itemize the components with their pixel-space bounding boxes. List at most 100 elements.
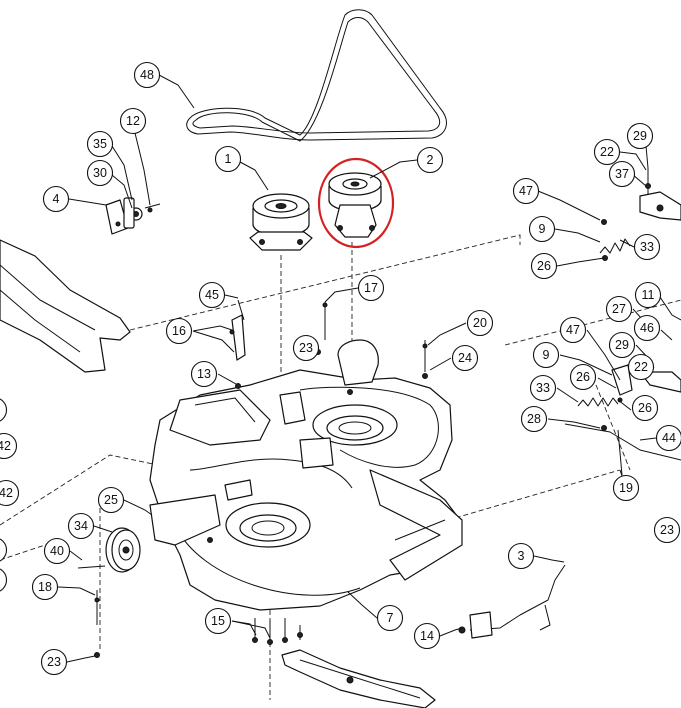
callout-26c[interactable]: 26 xyxy=(631,394,659,422)
callout-30[interactable]: 30 xyxy=(86,159,114,187)
svg-text:37: 37 xyxy=(615,167,629,181)
left-upper-bracket[interactable] xyxy=(229,299,246,361)
svg-text:23: 23 xyxy=(299,341,313,355)
callout-22a[interactable]: 22 xyxy=(593,138,621,166)
callout-12[interactable]: 12 xyxy=(119,107,147,135)
callout-27[interactable]: 27 xyxy=(605,295,633,323)
spindle-assembly[interactable] xyxy=(317,157,395,249)
callout-48[interactable]: 48 xyxy=(133,61,161,89)
svg-text:46: 46 xyxy=(640,321,654,335)
edge-callout-fragments xyxy=(0,398,8,592)
callout-26a[interactable]: 26 xyxy=(530,252,558,280)
svg-text:29: 29 xyxy=(633,129,647,143)
callout-23c[interactable]: 23 xyxy=(653,516,681,544)
callout-46[interactable]: 46 xyxy=(633,314,661,342)
callout-11[interactable]: 11 xyxy=(634,281,662,309)
svg-text:44: 44 xyxy=(662,431,676,445)
svg-text:14: 14 xyxy=(420,629,434,643)
callout-17[interactable]: 17 xyxy=(357,274,385,302)
callout-33a[interactable]: 33 xyxy=(633,233,661,261)
left-rods[interactable] xyxy=(94,590,100,658)
svg-text:4: 4 xyxy=(53,192,60,206)
callout-25[interactable]: 25 xyxy=(97,486,125,514)
highlight-ring xyxy=(317,157,395,249)
callout-26b[interactable]: 26 xyxy=(569,363,597,391)
svg-text:22: 22 xyxy=(600,145,614,159)
spring-upper[interactable] xyxy=(599,219,631,261)
svg-text:23: 23 xyxy=(47,655,61,669)
callout-42a[interactable]: 42 xyxy=(0,432,18,460)
svg-text:9: 9 xyxy=(543,348,550,362)
left-bracket-parts[interactable] xyxy=(105,197,161,235)
svg-text:28: 28 xyxy=(527,412,541,426)
callout-42b[interactable]: 42 xyxy=(0,479,20,507)
callout-29a[interactable]: 29 xyxy=(626,122,654,150)
callout-15[interactable]: 15 xyxy=(204,607,232,635)
callout-34[interactable]: 34 xyxy=(67,512,95,540)
svg-text:15: 15 xyxy=(211,614,225,628)
callout-9b[interactable]: 9 xyxy=(532,341,560,369)
callout-13[interactable]: 13 xyxy=(190,360,218,388)
callout-47b[interactable]: 47 xyxy=(559,316,587,344)
callout-23a[interactable]: 23 xyxy=(292,334,320,362)
svg-text:34: 34 xyxy=(74,519,88,533)
deck-rods[interactable] xyxy=(235,302,428,389)
svg-text:35: 35 xyxy=(93,137,107,151)
callout-37[interactable]: 37 xyxy=(608,160,636,188)
callout-2[interactable]: 2 xyxy=(416,146,444,174)
svg-text:42: 42 xyxy=(0,439,11,453)
svg-text:20: 20 xyxy=(473,316,487,330)
callout-28[interactable]: 28 xyxy=(520,405,548,433)
callout-1[interactable]: 1 xyxy=(214,145,242,173)
callout-4[interactable]: 4 xyxy=(42,185,70,213)
callout-14[interactable]: 14 xyxy=(413,622,441,650)
svg-text:24: 24 xyxy=(458,351,472,365)
svg-text:23: 23 xyxy=(660,523,674,537)
svg-text:25: 25 xyxy=(104,493,118,507)
callout-3[interactable]: 3 xyxy=(507,542,535,570)
callout-19[interactable]: 19 xyxy=(612,474,640,502)
svg-text:47: 47 xyxy=(566,323,580,337)
right-upper-bracket[interactable] xyxy=(639,168,681,221)
callout-29b[interactable]: 29 xyxy=(608,331,636,359)
mower-deck[interactable] xyxy=(149,339,463,611)
svg-text:48: 48 xyxy=(140,68,154,82)
leader-lines xyxy=(57,74,681,663)
lift-rod[interactable] xyxy=(458,564,566,639)
callout-40[interactable]: 40 xyxy=(43,537,71,565)
svg-text:11: 11 xyxy=(642,288,655,302)
svg-text:26: 26 xyxy=(638,401,652,415)
callout-18[interactable]: 18 xyxy=(31,573,59,601)
callout-33b[interactable]: 33 xyxy=(529,374,557,402)
svg-text:18: 18 xyxy=(38,580,52,594)
gauge-wheel[interactable] xyxy=(77,527,141,573)
callout-23b[interactable]: 23 xyxy=(40,648,68,676)
svg-text:1: 1 xyxy=(225,152,232,166)
callout-16[interactable]: 16 xyxy=(165,317,193,345)
mower-blade[interactable] xyxy=(281,649,436,708)
svg-text:33: 33 xyxy=(640,240,654,254)
callout-47a[interactable]: 47 xyxy=(512,177,540,205)
idler-pulley[interactable] xyxy=(249,193,313,251)
callout-20[interactable]: 20 xyxy=(466,309,494,337)
discharge-chute[interactable] xyxy=(0,239,131,373)
callout-35[interactable]: 35 xyxy=(86,130,114,158)
svg-text:30: 30 xyxy=(93,166,107,180)
svg-text:22: 22 xyxy=(634,360,648,374)
callout-22b[interactable]: 22 xyxy=(627,353,655,381)
svg-text:7: 7 xyxy=(387,611,394,625)
deck-belt[interactable] xyxy=(186,9,447,142)
callout-45[interactable]: 45 xyxy=(198,281,226,309)
callout-7[interactable]: 7 xyxy=(376,604,404,632)
svg-text:42: 42 xyxy=(0,486,13,500)
callout-9a[interactable]: 9 xyxy=(528,215,556,243)
svg-text:12: 12 xyxy=(126,114,140,128)
svg-text:47: 47 xyxy=(519,184,533,198)
svg-text:29: 29 xyxy=(615,338,629,352)
svg-text:45: 45 xyxy=(205,288,219,302)
blade-bolts[interactable] xyxy=(252,618,303,645)
callout-44[interactable]: 44 xyxy=(655,424,681,452)
svg-text:26: 26 xyxy=(537,259,551,273)
callout-24[interactable]: 24 xyxy=(451,344,479,372)
